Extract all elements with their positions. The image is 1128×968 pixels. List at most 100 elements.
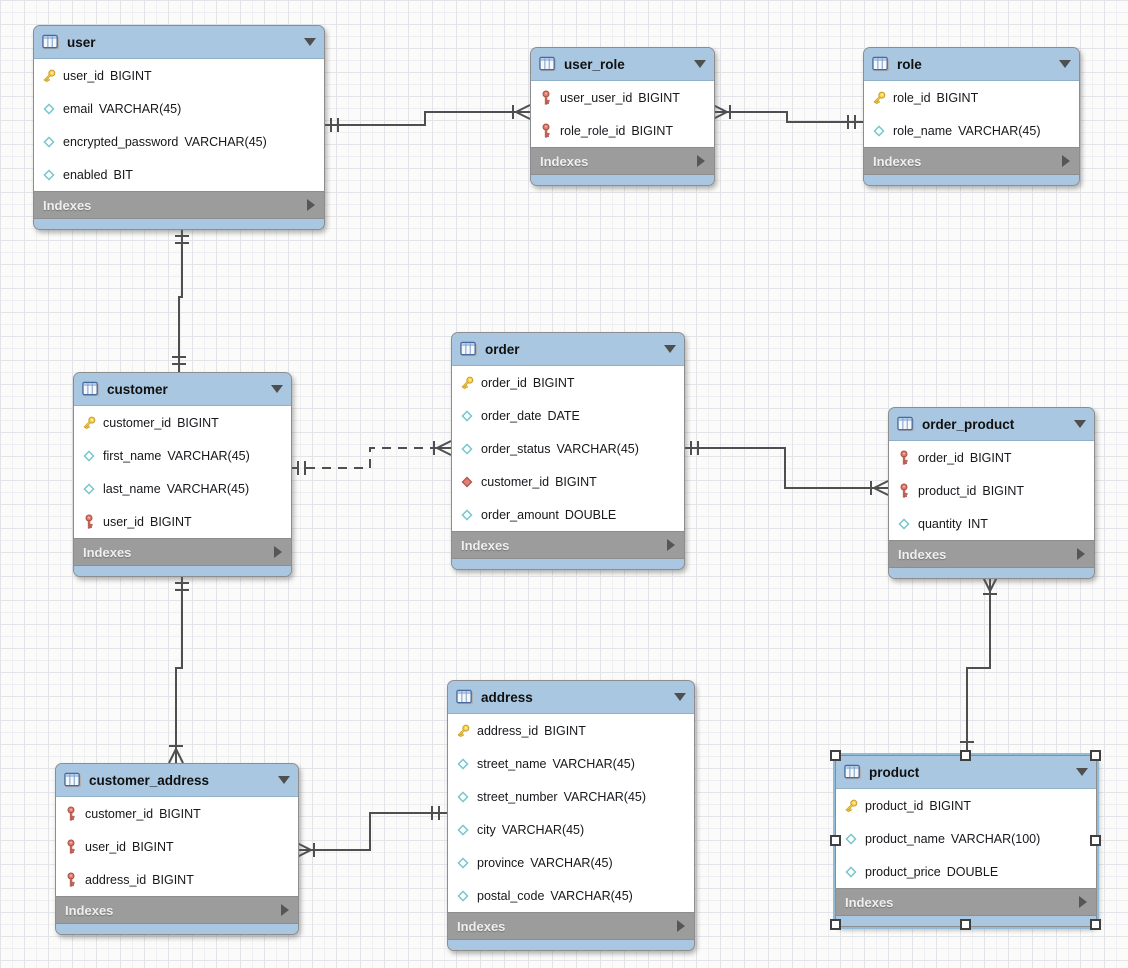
table-header[interactable]: product xyxy=(836,756,1096,788)
chevron-right-icon[interactable] xyxy=(677,920,685,932)
selection-handle-nw[interactable] xyxy=(830,750,841,761)
table-header[interactable]: user xyxy=(34,26,324,58)
chevron-down-icon[interactable] xyxy=(664,345,676,353)
chevron-right-icon[interactable] xyxy=(697,155,705,167)
chevron-down-icon[interactable] xyxy=(674,693,686,701)
indexes-bar[interactable]: Indexes xyxy=(448,913,694,940)
chevron-down-icon[interactable] xyxy=(694,60,706,68)
chevron-right-icon[interactable] xyxy=(281,904,289,916)
indexes-bar[interactable]: Indexes xyxy=(889,541,1094,568)
chevron-down-icon[interactable] xyxy=(278,776,290,784)
column-nullable-icon xyxy=(81,448,97,464)
indexes-bar[interactable]: Indexes xyxy=(836,889,1096,916)
selection-handle-e[interactable] xyxy=(1090,834,1101,846)
column-name: order_amount xyxy=(481,507,559,522)
chevron-down-icon[interactable] xyxy=(1074,420,1086,428)
selection-handle-s[interactable] xyxy=(960,919,971,930)
indexes-bar[interactable]: Indexes xyxy=(531,148,714,175)
chevron-down-icon[interactable] xyxy=(304,38,316,46)
indexes-bar[interactable]: Indexes xyxy=(452,532,684,559)
chevron-right-icon[interactable] xyxy=(307,199,315,211)
indexes-bar[interactable]: Indexes xyxy=(864,148,1079,175)
table-header[interactable]: order_product xyxy=(889,408,1094,440)
column-nullable-icon xyxy=(41,101,57,117)
chevron-right-icon[interactable] xyxy=(667,539,675,551)
column-type: BIGINT xyxy=(929,798,972,813)
relationship-user-user_role[interactable] xyxy=(323,104,531,132)
indexes-bar[interactable]: Indexes xyxy=(34,192,324,219)
selection-handle-n[interactable] xyxy=(960,750,971,761)
selection-handle-w[interactable] xyxy=(830,834,841,846)
table-header[interactable]: user_role xyxy=(531,48,714,80)
chevron-right-icon[interactable] xyxy=(274,546,282,558)
relationship-customer-customer_address[interactable] xyxy=(168,575,189,764)
indexes-bar[interactable]: Indexes xyxy=(74,539,291,566)
selection-handle-sw[interactable] xyxy=(830,919,841,930)
chevron-right-icon[interactable] xyxy=(1077,548,1085,560)
table-header[interactable]: order xyxy=(452,333,684,365)
relationship-user-customer[interactable] xyxy=(172,228,189,372)
chevron-down-icon[interactable] xyxy=(271,385,283,393)
relationship-order-order_product[interactable] xyxy=(683,441,889,496)
chevron-down-icon[interactable] xyxy=(1059,60,1071,68)
chevron-right-icon[interactable] xyxy=(1062,155,1070,167)
selection-handle-ne[interactable] xyxy=(1090,750,1101,761)
chevron-down-icon[interactable] xyxy=(1076,768,1088,776)
relationship-customer-order[interactable] xyxy=(290,440,452,475)
relationship-customer_address-address[interactable] xyxy=(296,806,447,858)
table-bottom-strip xyxy=(864,175,1079,185)
table-header[interactable]: role xyxy=(864,48,1079,80)
relationship-order_product-product[interactable] xyxy=(960,576,998,755)
selection-handle-se[interactable] xyxy=(1090,919,1101,930)
chevron-right-icon[interactable] xyxy=(1079,896,1087,908)
table-header[interactable]: customer xyxy=(74,373,291,405)
indexes-bar[interactable]: Indexes xyxy=(56,897,298,924)
table-header[interactable]: address xyxy=(448,681,694,713)
column-name: last_name xyxy=(103,481,161,496)
table-header[interactable]: customer_address xyxy=(56,764,298,796)
relationship-user_role-role[interactable] xyxy=(712,104,863,129)
